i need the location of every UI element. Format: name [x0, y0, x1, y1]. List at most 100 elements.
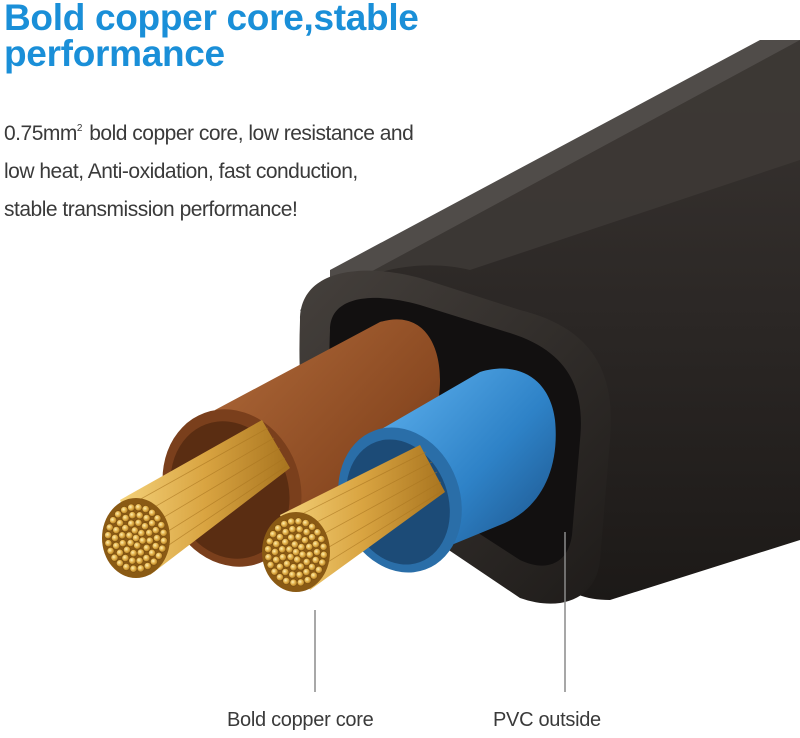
copper-strand: [153, 514, 162, 523]
copper-strand: [128, 556, 137, 565]
copper-strand: [116, 559, 124, 568]
copper-strand: [318, 558, 327, 567]
copper-strand: [148, 549, 156, 557]
copper-strand: [271, 548, 279, 556]
copper-strand: [132, 534, 140, 542]
copper-strand: [141, 505, 150, 513]
copper-strand: [313, 548, 321, 556]
copper-strand: [116, 548, 124, 557]
jacket-label: PVC outside: [493, 709, 601, 731]
copper-strand: [272, 540, 281, 548]
copper-strand: [296, 578, 305, 587]
copper-strand: [151, 542, 160, 550]
copper-strand: [266, 561, 275, 569]
copper-strand: [136, 548, 145, 557]
description-line-2: low heat, Anti-oxidation, fast conductio…: [4, 160, 358, 183]
copper-strand: [319, 550, 328, 559]
copper-strand: [148, 508, 156, 517]
copper-strand: [158, 544, 167, 553]
copper-strand: [129, 564, 138, 573]
copper-strand: [116, 519, 124, 527]
copper-strand: [313, 528, 322, 537]
copper-strand: [281, 568, 290, 576]
headline: Bold copper core,stable performance: [4, 0, 524, 72]
copper-strand: [289, 563, 298, 572]
copper-strand: [314, 565, 323, 574]
copper-strand: [104, 539, 113, 548]
copper-strand: [287, 517, 296, 526]
copper-strand: [311, 556, 320, 564]
copper-strand: [276, 533, 284, 541]
copper-strand: [110, 553, 119, 562]
headline-line-1: Bold copper core,stable: [4, 0, 419, 38]
description-spec: 0.75mm: [4, 122, 77, 145]
copper-strand: [153, 534, 161, 542]
copper-strand: [134, 503, 143, 512]
copper-strand: [121, 524, 130, 532]
copper-strand: [105, 523, 114, 532]
copper-strand: [288, 525, 297, 534]
copper-strand: [154, 551, 163, 560]
copper-strand: [319, 542, 328, 551]
copper-strand: [137, 529, 146, 537]
core-label: Bold copper core: [227, 709, 374, 731]
copper-strand: [126, 539, 135, 547]
copper-strand: [294, 532, 303, 541]
copper-strand: [278, 553, 287, 562]
headline-line-2: performance: [4, 33, 225, 74]
copper-strand: [118, 539, 127, 548]
copper-strand: [308, 563, 316, 571]
copper-strand: [309, 571, 318, 580]
copper-strand: [111, 534, 119, 542]
copper-strand: [118, 531, 127, 540]
copper-strand: [148, 519, 156, 528]
copper-core-1: [102, 420, 290, 578]
copper-strand: [311, 540, 320, 549]
copper-strand: [157, 521, 166, 529]
copper-strand: [278, 545, 287, 554]
copper-strand: [127, 519, 136, 528]
copper-strand: [294, 517, 303, 526]
copper-strand: [112, 526, 121, 534]
copper-strand: [159, 528, 168, 537]
copper-strand: [305, 542, 314, 551]
copper-strand: [289, 578, 298, 587]
copper-core-2: [262, 445, 445, 592]
copper-strand: [112, 541, 121, 550]
copper-strand: [302, 558, 311, 566]
copper-strand: [264, 553, 273, 562]
copper-strand: [275, 562, 284, 571]
description-line-1: bold copper core, low resistance and: [83, 122, 414, 145]
copper-strand: [292, 548, 300, 556]
copper-strand: [265, 537, 274, 546]
copper-strand: [274, 524, 282, 533]
copper-strand: [270, 567, 279, 576]
copper-strand: [136, 564, 145, 573]
copper-strand: [109, 516, 117, 525]
copper-strand: [129, 549, 138, 558]
copper-strand: [296, 562, 305, 571]
copper-strand: [145, 536, 154, 545]
copper-strand: [295, 525, 304, 534]
copper-strand: [106, 547, 115, 555]
copper-strand: [287, 533, 296, 542]
copper-strand: [272, 555, 281, 564]
copper-strand: [149, 557, 158, 566]
copper-strand: [142, 554, 151, 562]
copper-strand: [308, 522, 316, 531]
copper-strand: [130, 526, 139, 535]
copper-strand: [301, 519, 310, 527]
copper-strand: [159, 536, 168, 545]
copper-strand: [281, 528, 290, 536]
copper-strand: [133, 541, 142, 550]
copper-strand: [121, 514, 130, 522]
copper-strand: [135, 511, 144, 520]
copper-strand: [134, 518, 143, 527]
copper-strand: [281, 538, 290, 546]
copper-strand: [293, 555, 302, 564]
copper-strand: [302, 528, 311, 536]
description: 0.75mm2 bold copper core, low resistance…: [4, 110, 524, 229]
copper-strand: [286, 553, 295, 561]
copper-strand: [290, 540, 299, 549]
